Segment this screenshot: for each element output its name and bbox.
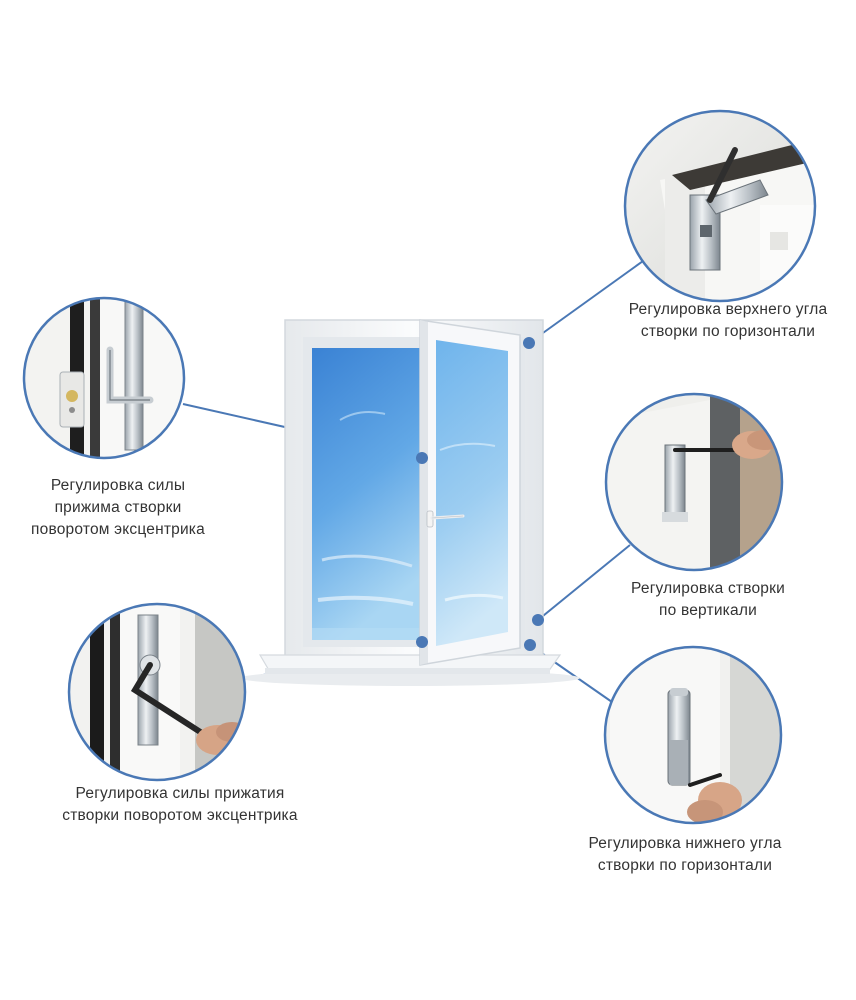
bottom-hinge-icon [603, 645, 783, 825]
fixed-glass-pane [312, 348, 420, 640]
top-hinge-icon [623, 109, 817, 303]
connector-sash-vertical [537, 544, 631, 621]
hex-key-hinge-icon [604, 392, 784, 572]
label-sash-vertical: Регулировка створки по вертикали [631, 580, 785, 619]
label-eccentric-clamp-lower: Регулировка силы прижатия створки поворо… [62, 785, 298, 824]
anchor-eccentric-lower [416, 636, 428, 648]
anchor-sash-vertical [532, 614, 544, 626]
anchor-dots [416, 337, 544, 651]
anchor-eccentric-upper [416, 452, 428, 464]
label-top-corner-horizontal: Регулировка верхнего угла створки по гор… [628, 301, 828, 340]
anchor-top-corner [523, 337, 535, 349]
anchor-bottom-corner [524, 639, 536, 651]
connector-top-corner [528, 255, 651, 344]
label-eccentric-clamp-upper: Регулировка силы прижима створки поворот… [31, 477, 205, 538]
eccentric-cam-icon [22, 296, 186, 460]
window-illustration [240, 319, 580, 686]
label-bottom-corner-horizontal: Регулировка нижнего угла створки по гори… [588, 835, 782, 874]
hex-key-eccentric-icon [67, 602, 247, 782]
open-sash-glass [436, 340, 508, 646]
